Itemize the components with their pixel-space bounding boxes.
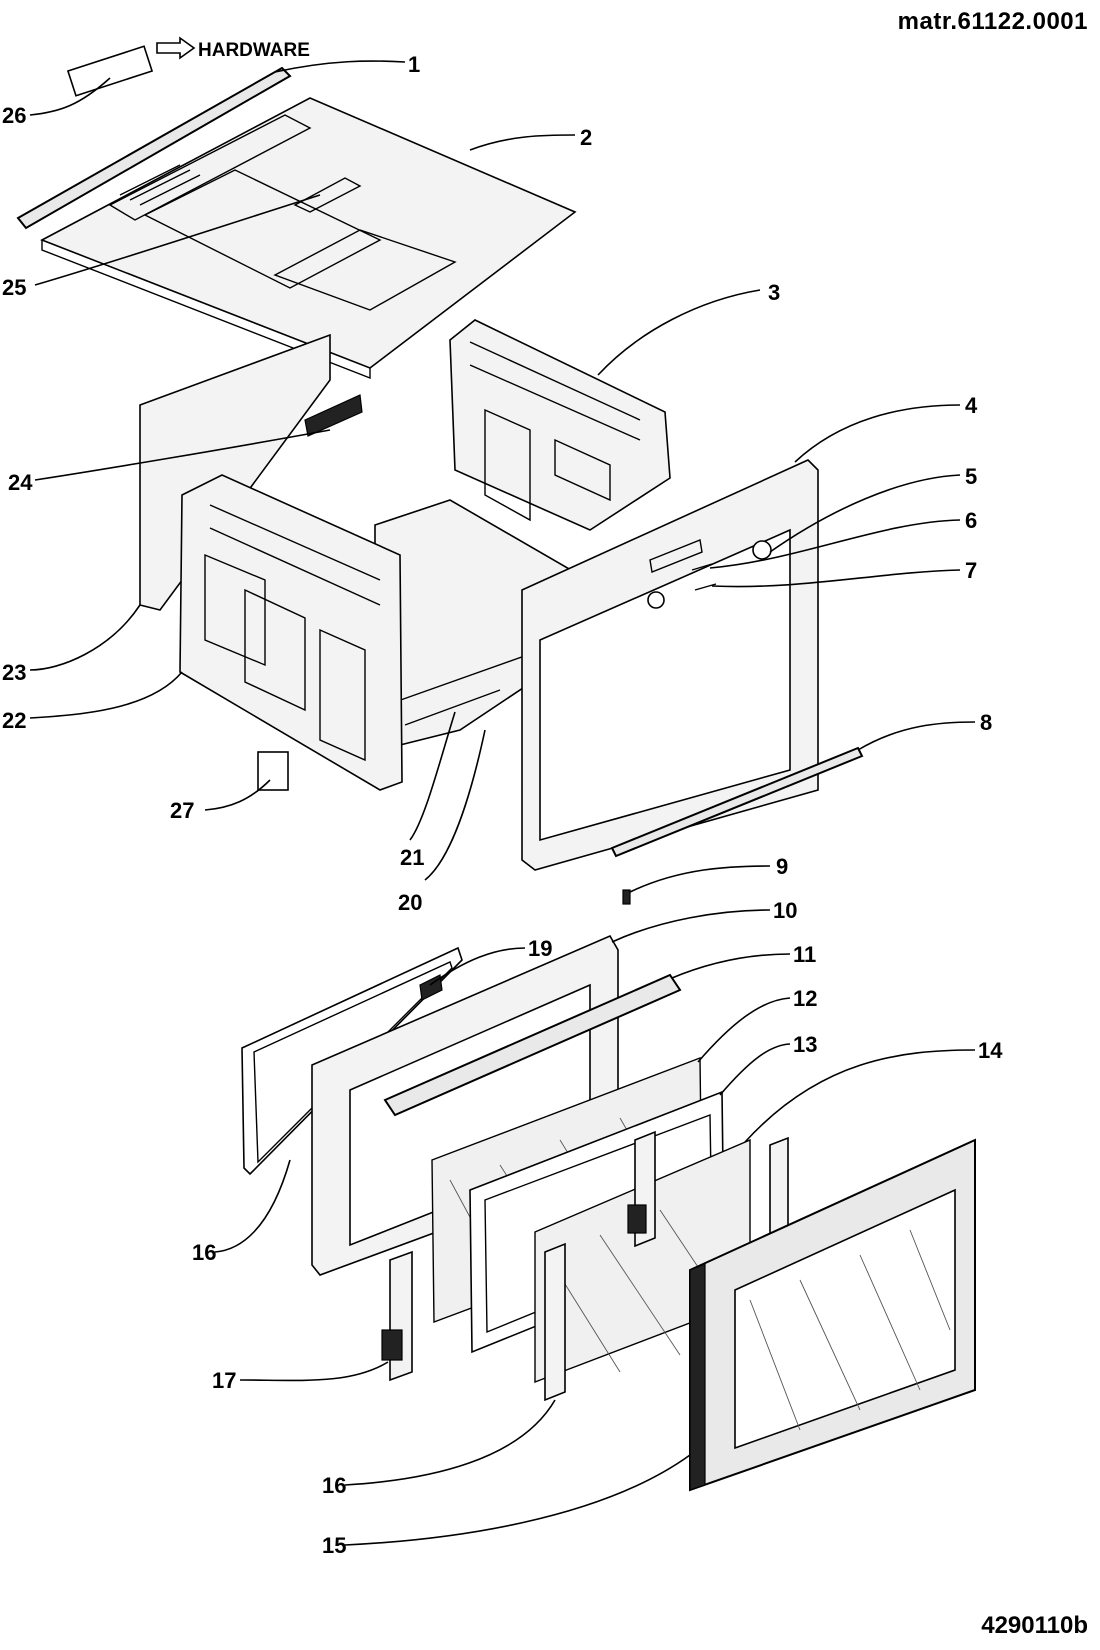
- callout-16-hinge-support: 16: [322, 1473, 346, 1498]
- outer-door-glass: [689, 1138, 976, 1492]
- arrow-right-icon: [156, 36, 196, 60]
- callout-22: 22: [2, 708, 26, 733]
- top-panel-grille: [293, 177, 362, 213]
- callout-7: 7: [965, 558, 977, 583]
- callout-27: 27: [170, 798, 194, 823]
- front-frame: [521, 459, 819, 871]
- callout-1: 1: [408, 52, 420, 77]
- knob-icon: [647, 591, 665, 609]
- callout-19: 19: [528, 936, 552, 961]
- right-side-panel: [179, 474, 403, 791]
- callout-11: 11: [793, 942, 816, 967]
- callout-15: 15: [322, 1533, 346, 1558]
- callout-labels: 1 2 3 4 5 6 7 8 9 10 11 12 13 14 15 16 1…: [2, 52, 1003, 1558]
- frame-slot-5: [649, 539, 703, 573]
- leader-lines: [29, 60, 976, 1546]
- callout-26: 26: [2, 103, 26, 128]
- callout-12: 12: [793, 986, 817, 1011]
- hinge-right: [627, 1130, 656, 1248]
- callout-24: 24: [8, 470, 33, 495]
- hardware-label: HARDWARE: [198, 40, 310, 61]
- callout-3: 3: [768, 280, 780, 305]
- callout-25: 25: [2, 275, 26, 300]
- callout-14: 14: [978, 1038, 1003, 1063]
- small-plate: [257, 751, 289, 791]
- hinge-left: [381, 1250, 413, 1382]
- callout-2: 2: [580, 125, 592, 150]
- top-rail: [16, 66, 292, 230]
- material-code: matr.61122.0001: [897, 8, 1088, 35]
- callout-17: 17: [212, 1368, 236, 1393]
- callout-8: 8: [980, 710, 992, 735]
- callout-21: 21: [400, 845, 424, 870]
- drawing-number: 4290110b: [981, 1612, 1088, 1639]
- bracket-24: [304, 394, 363, 437]
- callout-6: 6: [965, 508, 977, 533]
- callout-10: 10: [773, 898, 797, 923]
- callout-20: 20: [398, 890, 422, 915]
- top-panel: [40, 97, 577, 380]
- screw: [622, 889, 631, 905]
- callout-13: 13: [793, 1032, 817, 1057]
- door-strip: [610, 746, 864, 858]
- knob-icon: [752, 540, 772, 560]
- hinge-support: [544, 1242, 566, 1402]
- door-handle-channel: [383, 973, 682, 1117]
- fasteners-6-7: [691, 563, 717, 591]
- callout-9: 9: [776, 854, 788, 879]
- callout-4: 4: [965, 393, 978, 418]
- hardware-bag-icon: [66, 45, 154, 97]
- hardware-note: HARDWARE: [66, 36, 310, 97]
- callout-23: 23: [2, 660, 26, 685]
- rear-panel: [449, 319, 671, 531]
- callout-16-gasket: 16: [192, 1240, 216, 1265]
- callout-5: 5: [965, 464, 977, 489]
